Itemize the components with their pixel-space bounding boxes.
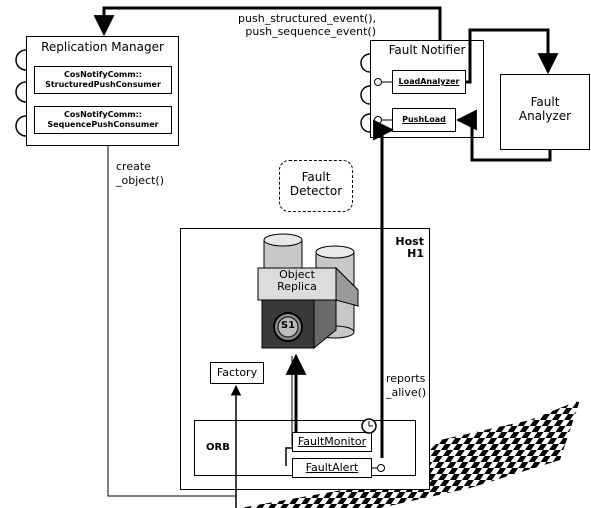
fault-analyzer-box: Fault Analyzer [500, 74, 590, 150]
push-label-line2: push_sequence_event() [245, 25, 376, 38]
iface2-line1: CosNotifyComm:: [63, 110, 143, 119]
host-label-line2: H1 [407, 247, 424, 260]
push-event-label: push_structured_event(), push_sequence_e… [206, 12, 376, 38]
reports-label-line2: _alive() [386, 386, 427, 399]
push-label-line1: push_structured_event(), [238, 12, 376, 25]
object-replica-line2: Replica [277, 280, 317, 293]
iface1-line1: CosNotifyComm:: [63, 70, 143, 79]
fault-detector-box: Fault Detector [279, 160, 353, 212]
structured-push-consumer-interface: CosNotifyComm:: StructuredPushConsumer [34, 66, 172, 94]
fault-notifier-ports [360, 53, 371, 133]
fault-notifier-title: Fault Notifier [388, 43, 466, 57]
fault-analyzer-line2: Analyzer [518, 109, 572, 123]
reports-label-line1: reports [386, 372, 426, 385]
push-load-interface: PushLoad [392, 108, 456, 132]
factory-box: Factory [210, 362, 264, 384]
sequence-push-consumer-interface: CosNotifyComm:: SequencePushConsumer [34, 106, 172, 134]
load-analyzer-interface: LoadAnalyzer [392, 70, 466, 94]
fault-analyzer-line1: Fault [530, 95, 560, 109]
host-label-line1: Host [395, 235, 424, 248]
host-label: Host H1 [394, 236, 424, 260]
fault-monitor-clock-icon [361, 418, 377, 434]
iface1-line2: StructuredPushConsumer [45, 80, 161, 89]
create-label-line2: _object() [116, 174, 164, 187]
create-label-line1: create [116, 160, 151, 173]
object-replica-line1: Object [279, 268, 315, 281]
object-replica-label: Object Replica [258, 269, 336, 293]
fault-alert-box: FaultAlert [292, 458, 372, 478]
fault-detector-line1: Fault [301, 170, 331, 184]
fault-detector-line2: Detector [289, 184, 343, 198]
replication-manager-ports [15, 49, 27, 137]
s1-label: S1 [280, 320, 296, 331]
create-object-label: create _object() [116, 160, 164, 188]
reports-alive-label: reports _alive() [386, 372, 426, 400]
iface2-line2: SequencePushConsumer [47, 120, 159, 129]
replication-manager-title: Replication Manager [41, 40, 164, 54]
orb-label: ORB [206, 442, 230, 453]
fault-monitor-box: FaultMonitor [292, 432, 372, 452]
